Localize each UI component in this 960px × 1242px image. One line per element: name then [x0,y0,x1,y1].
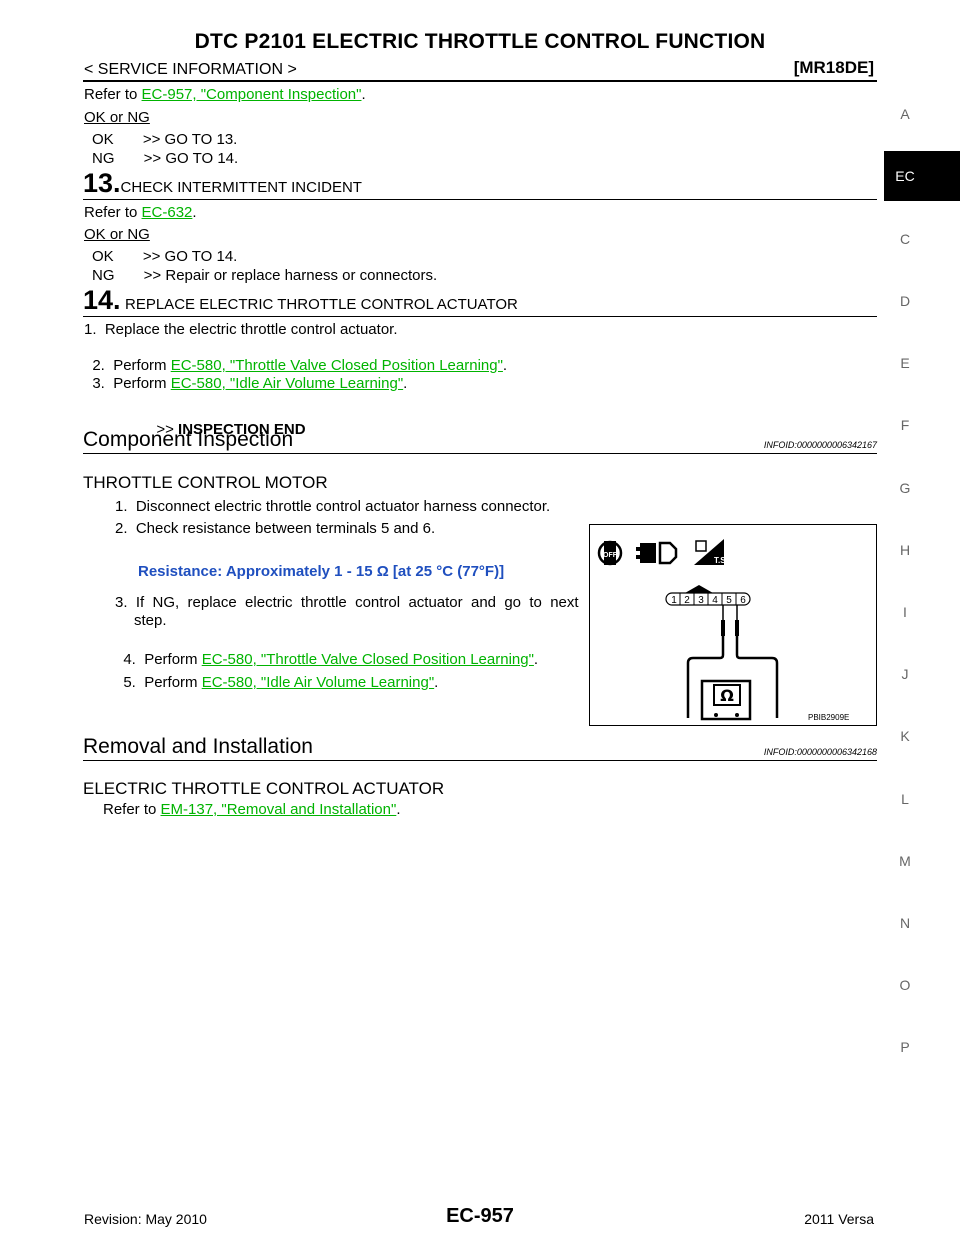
step13-number: 13. [83,168,121,198]
step12-ok: OK >> GO TO 13. [92,131,238,148]
link-idle-air-volume-learning[interactable]: EC-580, "Idle Air Volume Learning" [170,375,404,392]
link-throttle-valve-learning[interactable]: EC-580, "Throttle Valve Closed Position … [170,357,503,374]
step14-rule [83,316,877,317]
figure-id: PBIB2909E [808,713,849,722]
revision: Revision: May 2010 [84,1211,207,1227]
index-g[interactable]: G [899,480,911,496]
index-d[interactable]: D [899,293,911,309]
page-number: EC-957 [446,1205,514,1227]
step13-ng: NG >> Repair or replace harness or conne… [92,267,438,284]
index-n[interactable]: N [899,915,911,931]
index-k[interactable]: K [900,728,910,744]
terminal-5: 5 [726,595,732,606]
index-l[interactable]: L [901,791,909,807]
ignition-off-icon: OFF [597,540,623,566]
harness-connector: 1 2 3 4 5 6 [665,592,751,606]
component-inspection-heading: Component Inspection [83,428,294,451]
svg-text:T.S.: T.S. [714,556,728,565]
terminal-side-icon: T.S. [691,538,728,568]
step14-number: 14. [83,285,121,315]
connector-lock-tab [685,585,713,593]
meter-probes [686,605,779,718]
ci-item3-line1: 3. If NG, replace electric throttle cont… [115,594,579,611]
removal-infoid: INFOID:0000000006342168 [763,747,877,757]
step12-ng: NG >> GO TO 14. [92,150,239,167]
index-ec-active[interactable]: EC [884,151,960,201]
step13-title: CHECK INTERMITTENT INCIDENT [120,179,362,196]
index-m[interactable]: M [899,853,911,869]
step14-heading: 14. REPLACE ELECTRIC THROTTLE CONTROL AC… [83,285,518,316]
step12-refer: Refer to EC-957, "Component Inspection". [84,86,366,103]
figure-drawing: OFF T.S. 1 2 3 4 5 [597,538,849,722]
engine-code: [MR18DE] [793,58,874,77]
step12-ok-ng-label: OK or NG [84,109,150,126]
ci-item1: 1. Disconnect electric throttle control … [115,498,551,515]
page-title: DTC P2101 ELECTRIC THROTTLE CONTROL FUNC… [194,30,766,53]
terminal-4: 4 [712,595,718,606]
ohm-icon: Ω [720,686,734,705]
resistance-spec: Resistance: Approximately 1 - 15 Ω [at 2… [138,563,505,580]
step13-ok-ng-label: OK or NG [84,226,150,243]
index-e[interactable]: E [900,355,910,371]
step14-item1: 1. Replace the electric throttle control… [84,321,398,338]
step14-title: REPLACE ELECTRIC THROTTLE CONTROL ACTUAT… [125,296,518,313]
header-rule [83,80,877,82]
resistance-check-figure: OFF T.S. 1 2 3 4 5 [589,524,877,726]
index-p[interactable]: P [900,1039,910,1055]
step13-rule [83,199,877,200]
ci-item3-line2: step. [134,612,167,629]
terminal-6: 6 [740,595,746,606]
removal-heading: Removal and Installation [83,735,313,758]
terminal-1: 1 [671,595,677,606]
breadcrumb[interactable]: < SERVICE INFORMATION > [84,61,297,78]
component-inspection-infoid: INFOID:0000000006342167 [763,440,877,450]
link-component-inspection[interactable]: EC-957, "Component Inspection" [141,86,362,103]
removal-rule [83,760,877,761]
removal-refer: Refer to EM-137, "Removal and Installati… [103,801,401,818]
link-idle-air-volume-learning-2[interactable]: EC-580, "Idle Air Volume Learning" [201,674,435,691]
disconnect-connector-icon [636,541,678,565]
component-inspection-rule [83,453,877,454]
step13-heading: 13.CHECK INTERMITTENT INCIDENT [83,168,362,199]
step13-refer: Refer to EC-632. [84,204,197,221]
link-ec-632[interactable]: EC-632 [141,204,193,221]
index-a[interactable]: A [900,106,910,122]
throttle-motor-subheading: THROTTLE CONTROL MOTOR [83,473,328,492]
index-j[interactable]: J [901,666,909,682]
actuator-subheading: ELECTRIC THROTTLE CONTROL ACTUATOR [83,779,445,798]
link-em-137[interactable]: EM-137, "Removal and Installation" [160,801,397,818]
step13-ok: OK >> GO TO 14. [92,248,238,265]
ohmmeter: Ω [700,679,752,721]
terminal-3: 3 [698,595,704,606]
model-year: 2011 Versa [804,1211,874,1227]
link-throttle-valve-learning-2[interactable]: EC-580, "Throttle Valve Closed Position … [201,651,534,668]
ci-item4: 4. Perform EC-580, "Throttle Valve Close… [123,651,539,668]
ci-item2: 2. Check resistance between terminals 5 … [115,520,436,537]
step14-item3: 3. Perform EC-580, "Idle Air Volume Lear… [92,375,408,392]
index-i[interactable]: I [903,604,907,620]
index-f[interactable]: F [900,417,910,433]
index-c[interactable]: C [899,231,911,247]
inspection-end: >> INSPECTION END [156,421,306,438]
svg-text:OFF: OFF [603,552,618,559]
index-o[interactable]: O [899,977,911,993]
terminal-2: 2 [684,595,690,606]
index-h[interactable]: H [899,542,911,558]
step14-item2: 2. Perform EC-580, "Throttle Valve Close… [92,357,508,374]
ci-item5: 5. Perform EC-580, "Idle Air Volume Lear… [123,674,439,691]
